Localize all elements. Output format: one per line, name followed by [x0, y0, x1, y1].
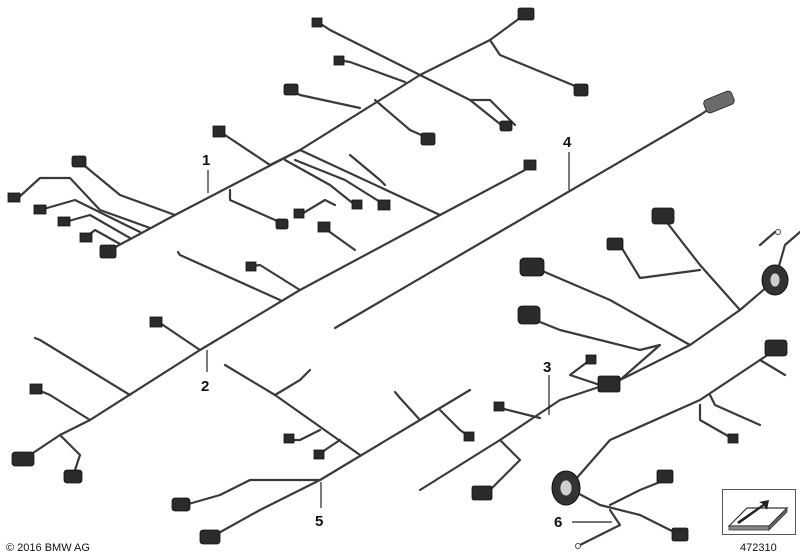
connector-icon — [283, 433, 295, 444]
connector-icon — [499, 120, 513, 132]
connector-icon — [313, 449, 325, 460]
connector-icon — [57, 216, 71, 227]
connector-icon — [79, 232, 93, 243]
callout-2: 2 — [201, 378, 209, 395]
harness-1 — [7, 7, 589, 259]
connector-icon — [99, 244, 117, 259]
connector-icon — [519, 257, 545, 277]
connector-icon — [651, 207, 675, 225]
connector-icon — [471, 485, 493, 501]
callout-3: 3 — [543, 359, 551, 376]
callout-4: 4 — [563, 134, 572, 151]
connector-icon — [606, 237, 624, 251]
harness-2-trunk — [88, 213, 442, 422]
connector-icon — [275, 218, 289, 230]
connector-icon — [597, 375, 621, 393]
harness-3 — [418, 207, 800, 501]
connector-icon — [283, 83, 299, 96]
connector-icon — [727, 433, 739, 444]
connector-icon — [149, 316, 163, 328]
connector-icon — [333, 55, 345, 66]
connector-icon — [463, 431, 475, 442]
connector-icon — [573, 83, 589, 97]
connector-icon — [764, 339, 788, 357]
connector-icon — [517, 7, 535, 21]
reference-box — [722, 489, 796, 535]
connector-icon — [517, 305, 541, 325]
harness-2 — [11, 213, 442, 484]
connector-icon — [11, 451, 35, 467]
harness-5-trunk — [213, 388, 472, 537]
connector-icon — [71, 155, 87, 168]
harness-5 — [171, 363, 475, 545]
connector-icon — [29, 383, 43, 395]
connector-icon — [199, 529, 221, 545]
callout-6: 6 — [554, 514, 562, 531]
connector-icon — [523, 159, 537, 171]
connector-icon — [245, 261, 257, 272]
harness-4 — [333, 90, 735, 330]
harness-6 — [551, 339, 788, 549]
connector-icon — [317, 221, 331, 233]
callouts: 1 2 3 4 5 6 — [201, 134, 612, 531]
connector-icon — [671, 527, 689, 542]
connector-icon — [377, 199, 391, 211]
harness-4-wire — [333, 113, 702, 330]
harness-6-trunk — [566, 348, 777, 490]
connector-icon — [656, 469, 674, 484]
arrow-plate-icon — [727, 500, 789, 531]
callout-1: 1 — [202, 152, 210, 169]
connector-icon — [351, 199, 363, 210]
connector-icon — [212, 125, 226, 138]
connector-icon — [33, 204, 47, 215]
callout-5: 5 — [315, 513, 323, 530]
connector-icon — [420, 132, 436, 146]
connector-icon — [7, 192, 21, 203]
connector-icon — [311, 17, 323, 28]
reference-number: 472310 — [740, 542, 777, 554]
connector-icon — [293, 208, 305, 219]
connector-icon — [63, 469, 83, 484]
connector-icon — [493, 401, 505, 412]
inline-connector-icon — [703, 90, 735, 114]
copyright-text: © 2016 BMW AG — [6, 542, 90, 554]
connector-icon — [585, 354, 597, 365]
connector-icon — [171, 497, 191, 512]
